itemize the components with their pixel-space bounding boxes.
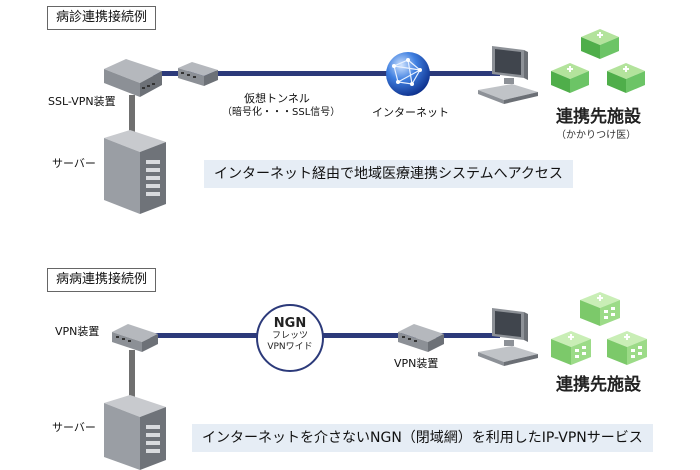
hospital-icon-right <box>607 331 647 365</box>
internet-globe-icon <box>386 52 430 96</box>
server-pole-1 <box>129 95 135 145</box>
server-icon <box>104 130 166 214</box>
banner-2: インターネットを介さないNGN（閉域網）を利用したIP-VPNサービス <box>192 424 653 452</box>
vpn-label-left: VPN装置 <box>55 325 100 338</box>
server-pole-2 <box>129 350 135 405</box>
tunnel-label-line1: 仮想トンネル <box>244 92 310 105</box>
vpn-device-right-icon <box>398 324 444 352</box>
ngn-line1: フレッツ <box>271 331 308 341</box>
facility-sublabel: （かかりつけ医） <box>556 130 637 141</box>
server-icon <box>104 395 166 470</box>
ssl-vpn-device-icon <box>104 59 162 97</box>
clinic-icon-top <box>581 29 619 59</box>
ngn-circle: NGN フレッツ VPNワイド <box>256 304 324 372</box>
pc-icon <box>478 46 538 104</box>
section2-title: 病病連携接続例 <box>47 268 157 292</box>
server-label: サーバー <box>52 421 96 434</box>
clinic-icon-right <box>607 63 645 93</box>
clinic-icon-left <box>551 63 589 93</box>
vpn-device-left-icon <box>112 324 158 352</box>
hub-icon <box>178 62 218 86</box>
vpn-label-right: VPN装置 <box>394 357 439 370</box>
internet-label: インターネット <box>372 106 449 119</box>
facility-label: 連携先施設 <box>556 375 641 395</box>
tunnel-label: 仮想トンネル （暗号化・・・SSL信号） <box>222 92 341 120</box>
pc-icon <box>478 308 538 366</box>
ssl-vpn-label: SSL-VPN装置 <box>48 95 116 108</box>
hospital-icon-top <box>580 292 620 326</box>
banner-1: インターネット経由で地域医療連携システムへアクセス <box>204 160 573 188</box>
section1-title: 病診連携接続例 <box>47 6 157 30</box>
network-line-2 <box>150 333 500 338</box>
network-line-1 <box>150 71 500 76</box>
server-label: サーバー <box>52 157 96 170</box>
hospital-icon-left <box>551 331 591 365</box>
tunnel-label-line2: （暗号化・・・SSL信号） <box>222 107 341 118</box>
ngn-line2: VPNワイド <box>267 342 313 352</box>
ngn-title: NGN <box>273 316 307 331</box>
facility-label: 連携先施設 <box>556 107 641 127</box>
